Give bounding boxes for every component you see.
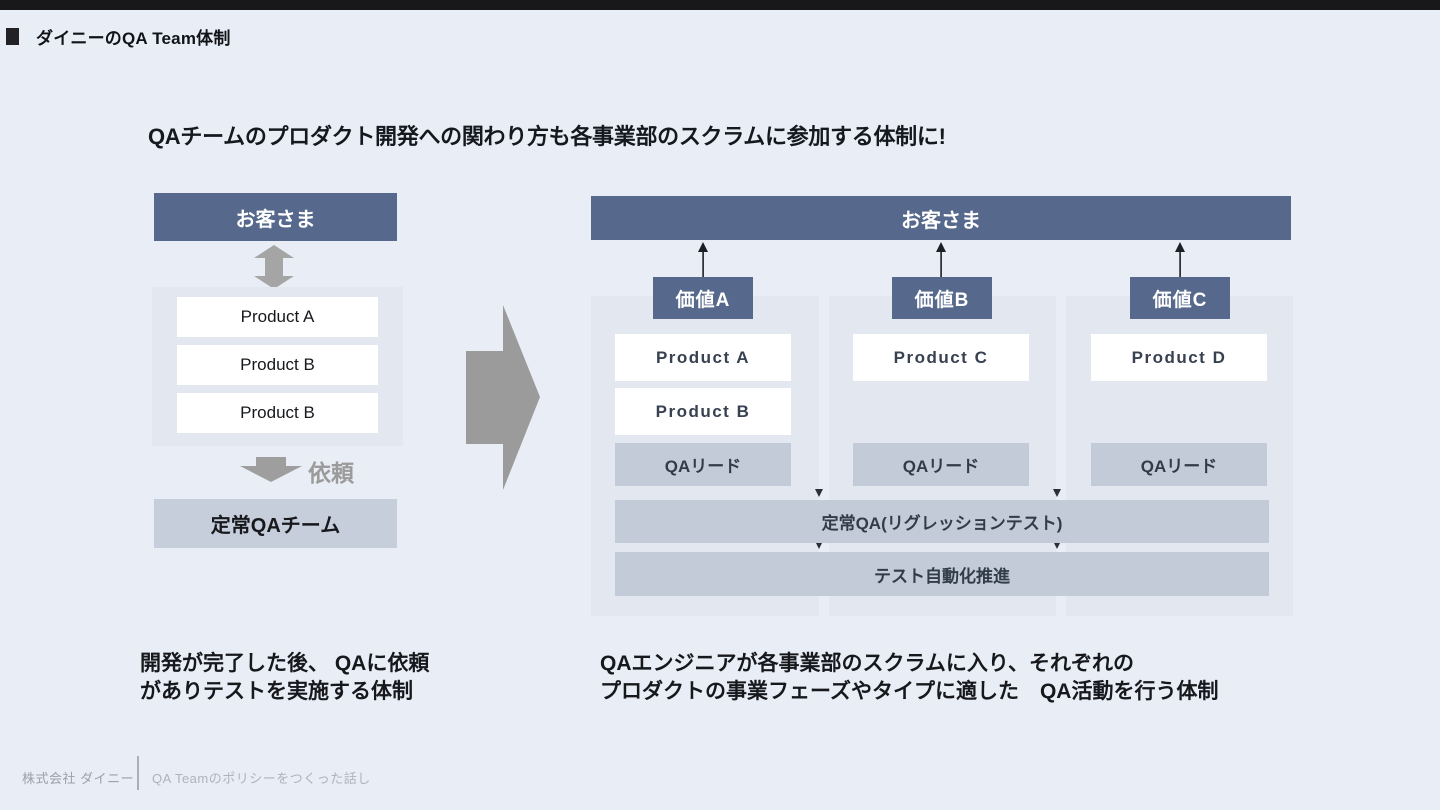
left-products-panel: Product A Product B Product B: [152, 287, 403, 446]
connector-tick-icon: [1053, 541, 1061, 549]
right-caption: QAエンジニアが各事業部のスクラムに入り、それぞれの プロダクトの事業フェーズや…: [600, 650, 1218, 706]
connector-tick-icon: [1053, 489, 1061, 497]
title-bullet-square: [6, 28, 19, 45]
top-accent-bar: [0, 0, 1440, 10]
value-b-box: 価値B: [892, 277, 992, 319]
footer-divider: [137, 756, 139, 790]
right-product-box: Product A: [615, 334, 791, 381]
left-qa-team-box: 定常QAチーム: [154, 499, 397, 548]
qa-lead-box: QAリード: [1091, 443, 1267, 486]
right-product-box: Product B: [615, 388, 791, 435]
qa-lead-box: QAリード: [853, 443, 1029, 486]
flow-arrow-icon: [1175, 242, 1185, 282]
flow-arrow-icon: [936, 242, 946, 282]
right-product-box: Product C: [853, 334, 1029, 381]
qa-lead-box: QAリード: [615, 443, 791, 486]
request-down-arrow-icon: [240, 457, 302, 482]
flow-arrow-icon: [698, 242, 708, 282]
left-product-box: Product A: [177, 297, 378, 337]
left-caption: 開発が完了した後、 QAに依頼 がありテストを実施する体制: [140, 650, 429, 706]
left-caption-line: がありテストを実施する体制: [140, 680, 413, 703]
request-label: 依頼: [308, 460, 354, 486]
connector-tick-icon: [815, 489, 823, 497]
left-caption-line: 開発が完了した後、 QAに依頼: [140, 652, 430, 675]
left-product-box: Product B: [177, 393, 378, 433]
left-customer-box: お客さま: [154, 193, 397, 241]
transform-arrow-icon: [466, 305, 540, 490]
value-c-box: 価値C: [1130, 277, 1230, 319]
footer-deck-title: QA Teamのポリシーをつくった話し: [152, 771, 371, 786]
double-arrow-icon: [254, 245, 294, 289]
right-product-box: Product D: [1091, 334, 1267, 381]
main-heading: QAチームのプロダクト開発への関わり方も各事業部のスクラムに参加する体制に!: [148, 124, 946, 149]
right-caption-line: プロダクトの事業フェーズやタイプに適した QA活動を行う体制: [600, 680, 1219, 703]
footer-company: 株式会社 ダイニー: [22, 771, 135, 786]
right-caption-line: QAエンジニアが各事業部のスクラムに入り、それぞれの: [600, 652, 1135, 675]
left-product-box: Product B: [177, 345, 378, 385]
connector-tick-icon: [815, 541, 823, 549]
regular-qa-row: 定常QA(リグレッションテスト): [615, 500, 1269, 543]
value-a-box: 価値A: [653, 277, 753, 319]
slide-title: ダイニーのQA Team体制: [36, 29, 231, 48]
right-customer-box: お客さま: [591, 196, 1291, 240]
test-automation-row: テスト自動化推進: [615, 552, 1269, 596]
